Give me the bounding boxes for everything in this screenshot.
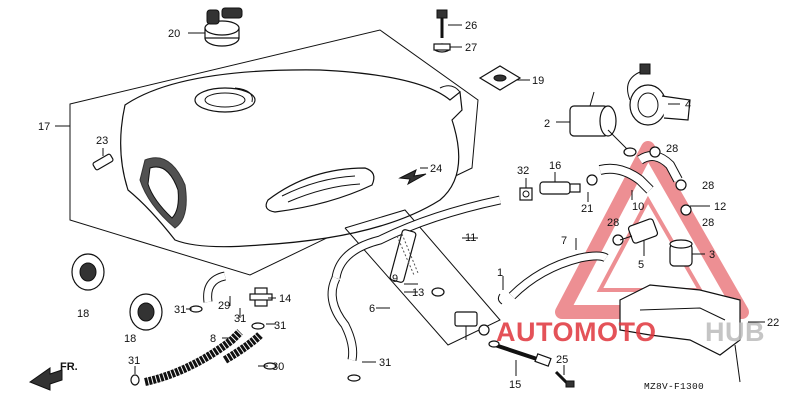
callout-16: 16 xyxy=(549,160,561,172)
callout-28-a: 28 xyxy=(666,143,678,155)
callout-29: 29 xyxy=(218,300,230,312)
fuel-tank xyxy=(120,69,463,248)
callout-28-d: 28 xyxy=(607,217,619,229)
callout-18-a: 18 xyxy=(77,308,89,320)
callout-28-b: 28 xyxy=(702,180,714,192)
callout-3: 3 xyxy=(709,249,715,261)
bolt-26 xyxy=(436,9,448,38)
washer-27 xyxy=(433,43,451,53)
watermark-text-auto: AUTOMOTO xyxy=(496,317,657,347)
fuel-valve xyxy=(454,311,490,340)
clip-31-b xyxy=(251,322,265,330)
fuel-filter-5 xyxy=(619,218,659,244)
callout-24: 24 xyxy=(430,163,442,175)
callout-32: 32 xyxy=(517,165,529,177)
callout-21: 21 xyxy=(581,203,593,215)
decal-arrow-24 xyxy=(398,169,427,186)
clip-31-d xyxy=(347,374,361,382)
damper-rubber-18-b xyxy=(129,293,163,331)
callout-31-c: 31 xyxy=(274,320,286,332)
hose-8 xyxy=(144,329,243,386)
clip-1 xyxy=(497,293,503,305)
callout-19: 19 xyxy=(532,75,544,87)
callout-6: 6 xyxy=(369,303,375,315)
callout-10: 10 xyxy=(632,201,644,213)
joint-32 xyxy=(519,187,533,201)
callout-25: 25 xyxy=(556,354,568,366)
diagram-code: MZ8V-F1300 xyxy=(644,381,704,392)
callout-26: 26 xyxy=(465,20,477,32)
bolt-25 xyxy=(554,370,575,388)
callout-27: 27 xyxy=(465,42,477,54)
callout-20: 20 xyxy=(168,28,180,40)
callout-28-c: 28 xyxy=(702,217,714,229)
mount-rubber-19 xyxy=(478,65,522,91)
callout-labels: 1 2 3 4 5 6 7 8 9 10 11 12 13 14 15 16 1… xyxy=(38,20,779,391)
joint-16 xyxy=(539,181,581,195)
callout-2: 2 xyxy=(544,118,550,130)
fuel-pump-2 xyxy=(569,91,637,157)
callout-31-b: 31 xyxy=(234,313,246,325)
pump-stay-22 xyxy=(619,284,741,383)
pump-bracket-4 xyxy=(627,63,691,126)
callout-11: 11 xyxy=(465,232,476,244)
callout-22: 22 xyxy=(767,317,779,329)
callout-8: 8 xyxy=(210,333,216,345)
leader-lines xyxy=(102,24,765,376)
callout-12: 12 xyxy=(714,201,726,213)
damper-rubber-18-a xyxy=(71,253,105,291)
callout-23: 23 xyxy=(96,135,108,147)
callout-14: 14 xyxy=(279,293,291,305)
front-label: FR. xyxy=(60,361,78,373)
callout-1: 1 xyxy=(497,267,503,279)
callout-30: 30 xyxy=(272,361,284,373)
tank-pad-23 xyxy=(92,153,114,171)
callout-15: 15 xyxy=(509,379,521,391)
pump-hoses xyxy=(586,146,692,246)
callout-7: 7 xyxy=(561,235,567,247)
callout-31-a: 31 xyxy=(174,304,186,316)
fuel-strainer-13 xyxy=(389,229,445,297)
clip-31-e xyxy=(130,374,140,386)
hose-30 xyxy=(222,332,263,364)
fuel-cap-20 xyxy=(204,7,243,47)
watermark: AUTOMOTO HUB xyxy=(496,317,765,347)
damper-3 xyxy=(669,239,693,267)
callout-9: 9 xyxy=(392,273,398,285)
callout-31-d: 31 xyxy=(379,357,391,369)
callout-13: 13 xyxy=(412,287,424,299)
callout-31-e: 31 xyxy=(128,355,140,367)
hose-6-group xyxy=(344,209,501,346)
callout-5: 5 xyxy=(638,259,644,271)
watermark-text-hub: HUB xyxy=(705,317,765,347)
front-direction-arrow: FR. xyxy=(28,361,78,391)
callout-18-b: 18 xyxy=(124,333,136,345)
joint-14 xyxy=(249,287,273,307)
tank-group-outline xyxy=(69,29,479,276)
callout-4: 4 xyxy=(685,99,691,111)
cock-lever-15 xyxy=(488,340,552,367)
callout-17: 17 xyxy=(38,121,50,133)
